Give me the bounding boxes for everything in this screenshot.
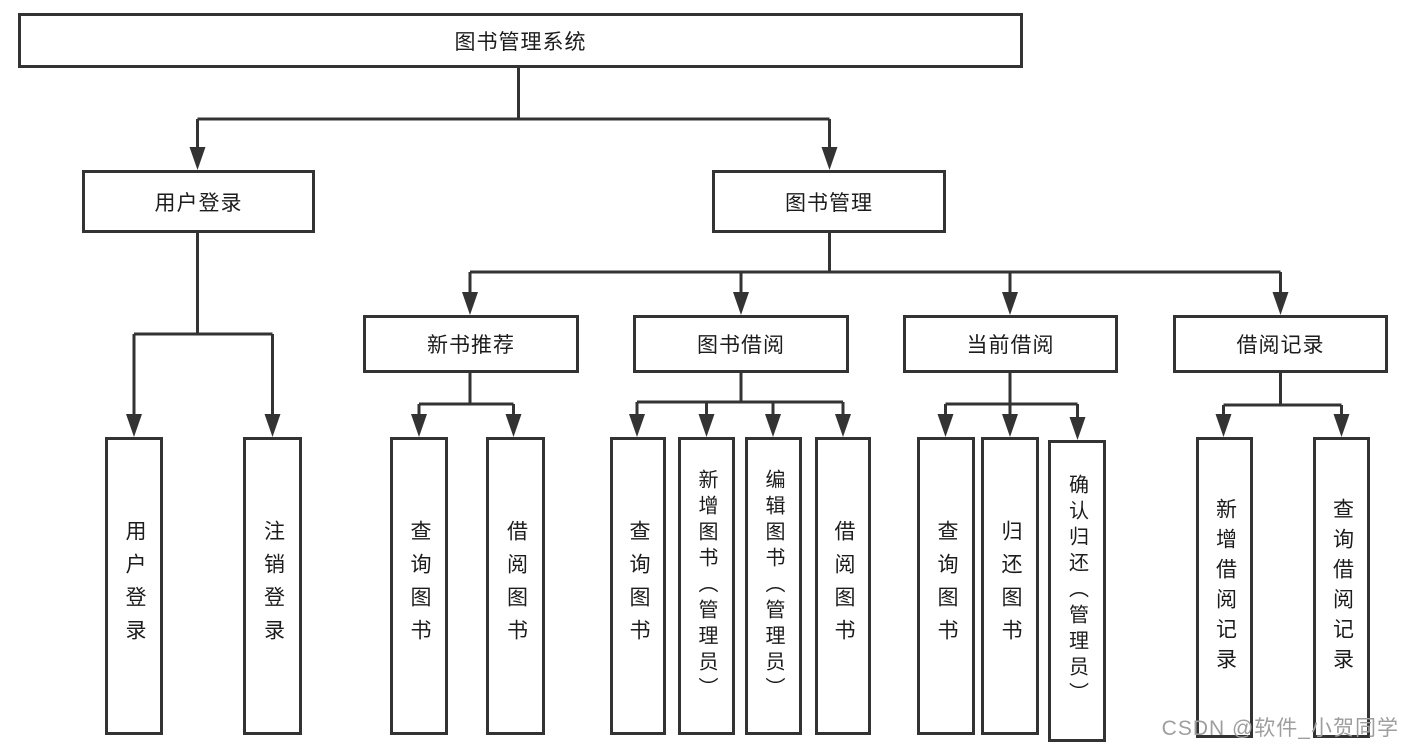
node-book-borrowing: 图书借阅	[633, 315, 849, 373]
leaf-borrowing-query-books: 查询图书	[610, 437, 666, 735]
node-user-login: 用户登录	[82, 170, 315, 233]
leaf-recommend-borrow-books: 借阅图书	[486, 437, 545, 735]
leaf-logout-login: 注销登录	[243, 437, 302, 735]
leaf-borrowing-edit-books-admin: 编辑图书（管理员）	[745, 437, 802, 735]
arrowheads	[126, 147, 1350, 440]
leaf-current-query-books: 查询图书	[917, 437, 975, 735]
leaf-user-login: 用户登录	[105, 437, 163, 735]
leaf-recommend-query-books: 查询图书	[390, 437, 448, 735]
leaf-current-return-books: 归还图书	[981, 437, 1039, 735]
leaf-records-query-borrow-record: 查询借阅记录	[1313, 437, 1370, 738]
leaf-current-confirm-return-admin: 确认归还（管理员）	[1048, 440, 1106, 742]
node-borrowing-records: 借阅记录	[1173, 315, 1388, 373]
node-book-management: 图书管理	[712, 170, 946, 233]
node-current-borrowing: 当前借阅	[903, 315, 1118, 373]
leaf-borrowing-add-books-admin: 新增图书（管理员）	[678, 437, 735, 735]
leaf-records-add-borrow-record: 新增借阅记录	[1196, 437, 1253, 738]
node-root-system: 图书管理系统	[18, 13, 1023, 68]
node-new-book-recommend: 新书推荐	[363, 315, 579, 373]
leaf-borrowing-borrow-books: 借阅图书	[815, 437, 871, 735]
csdn-watermark: CSDN @软件_小贺同学	[1161, 717, 1399, 740]
